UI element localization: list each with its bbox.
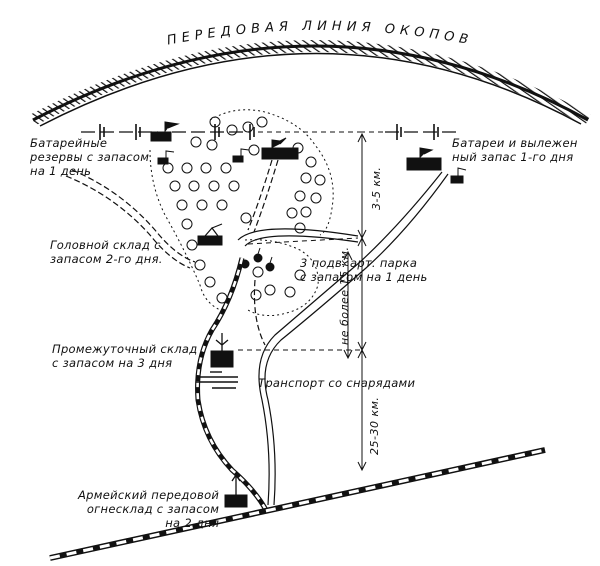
distance-lines (238, 132, 367, 472)
front-line-trench (30, 40, 591, 127)
distance-label-1: 3-5 км. (370, 167, 383, 210)
transport-label: Транспорт со снарядами (258, 376, 416, 390)
ammo-park-label: 3 подв. арт. парка с запасом на 1 день (300, 256, 428, 284)
battery-reserve-right-label: Батареи и вылежен ный запас 1-го дня (452, 136, 578, 164)
head-depot-label: Головной склад с запасом 2-го дня. (50, 238, 163, 266)
transport-symbol (196, 371, 238, 389)
roads (65, 159, 449, 506)
distance-label-2: не более 15 км. (338, 247, 351, 345)
intermediate-depot-label: Промежуточный склад с запасом на 3 дня (52, 342, 198, 370)
battery-area-circles (149, 109, 334, 316)
army-depot-label: Армейский передовой огнесклад с запасом … (78, 488, 220, 530)
battery-symbols-row (81, 124, 460, 140)
distance-label-3: 25-30 км. (368, 397, 381, 455)
ammo-dump-symbols (150, 121, 467, 508)
railway (49, 257, 546, 561)
battery-reserve-left-label: Батарейные резервы с запасом на 1 день (30, 136, 150, 178)
